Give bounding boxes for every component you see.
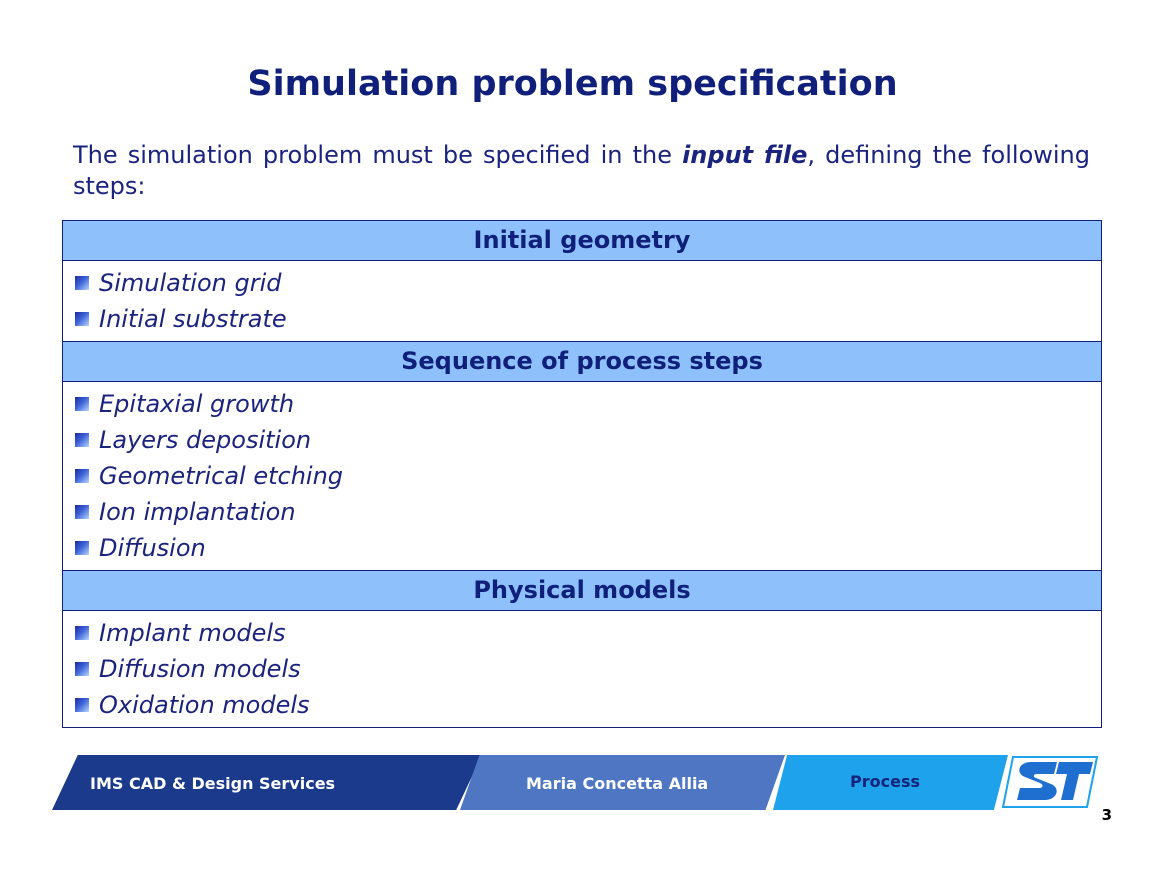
list-item: Layers deposition (63, 422, 1101, 458)
page-title: Simulation problem specification (247, 64, 898, 104)
footer-topic: Process (850, 772, 920, 791)
list-item-label: Geometrical etching (99, 462, 344, 490)
footer-band-organization (52, 755, 482, 810)
list-item: Oxidation models (63, 687, 1101, 723)
footer-organization: IMS CAD & Design Services (90, 774, 336, 793)
section-header-process-steps: Sequence of process steps (63, 342, 1101, 382)
intro-emphasis: input file (682, 141, 808, 169)
section-body-physical-models: Implant models Diffusion models Oxidatio… (63, 611, 1101, 727)
list-item: Diffusion (63, 530, 1101, 566)
square-bullet-icon (75, 698, 89, 712)
square-bullet-icon (75, 626, 89, 640)
footer-author: Maria Concetta Allia (526, 774, 709, 793)
intro-text-before: The simulation problem must be specified… (73, 141, 683, 169)
list-item-label: Diffusion (99, 534, 206, 562)
list-item-label: Simulation grid (99, 269, 282, 297)
list-item: Ion implantation (63, 494, 1101, 530)
footer-band-author (460, 755, 785, 810)
square-bullet-icon (75, 541, 89, 555)
list-item-label: Diffusion models (99, 655, 301, 683)
intro-text-after: , defining the following steps: (73, 141, 1090, 200)
square-bullet-icon (75, 433, 89, 447)
section-header-physical-models: Physical models (63, 571, 1101, 611)
specification-table: Initial geometry Simulation grid Initial… (62, 220, 1102, 728)
square-bullet-icon (75, 662, 89, 676)
list-item-label: Oxidation models (99, 691, 310, 719)
square-bullet-icon (75, 312, 89, 326)
footer-band-topic (773, 755, 1008, 810)
page-number: 3 (1101, 806, 1112, 824)
list-item: Geometrical etching (63, 458, 1101, 494)
slide-footer: IMS CAD & Design Services Maria Concetta… (0, 752, 1155, 812)
section-body-initial-geometry: Simulation grid Initial substrate (63, 261, 1101, 342)
list-item: Diffusion models (63, 651, 1101, 687)
list-item: Initial substrate (63, 301, 1101, 337)
square-bullet-icon (75, 505, 89, 519)
intro-paragraph: The simulation problem must be specified… (73, 140, 1090, 202)
list-item-label: Layers deposition (99, 426, 312, 454)
list-item-label: Implant models (99, 619, 286, 647)
list-item: Implant models (63, 615, 1101, 651)
st-logo-icon (1001, 756, 1099, 808)
square-bullet-icon (75, 397, 89, 411)
list-item: Epitaxial growth (63, 386, 1101, 422)
list-item-label: Ion implantation (99, 498, 296, 526)
list-item-label: Epitaxial growth (99, 390, 295, 418)
square-bullet-icon (75, 469, 89, 483)
list-item-label: Initial substrate (99, 305, 287, 333)
square-bullet-icon (75, 276, 89, 290)
section-body-process-steps: Epitaxial growth Layers deposition Geome… (63, 382, 1101, 571)
section-header-initial-geometry: Initial geometry (63, 221, 1101, 261)
list-item: Simulation grid (63, 265, 1101, 301)
